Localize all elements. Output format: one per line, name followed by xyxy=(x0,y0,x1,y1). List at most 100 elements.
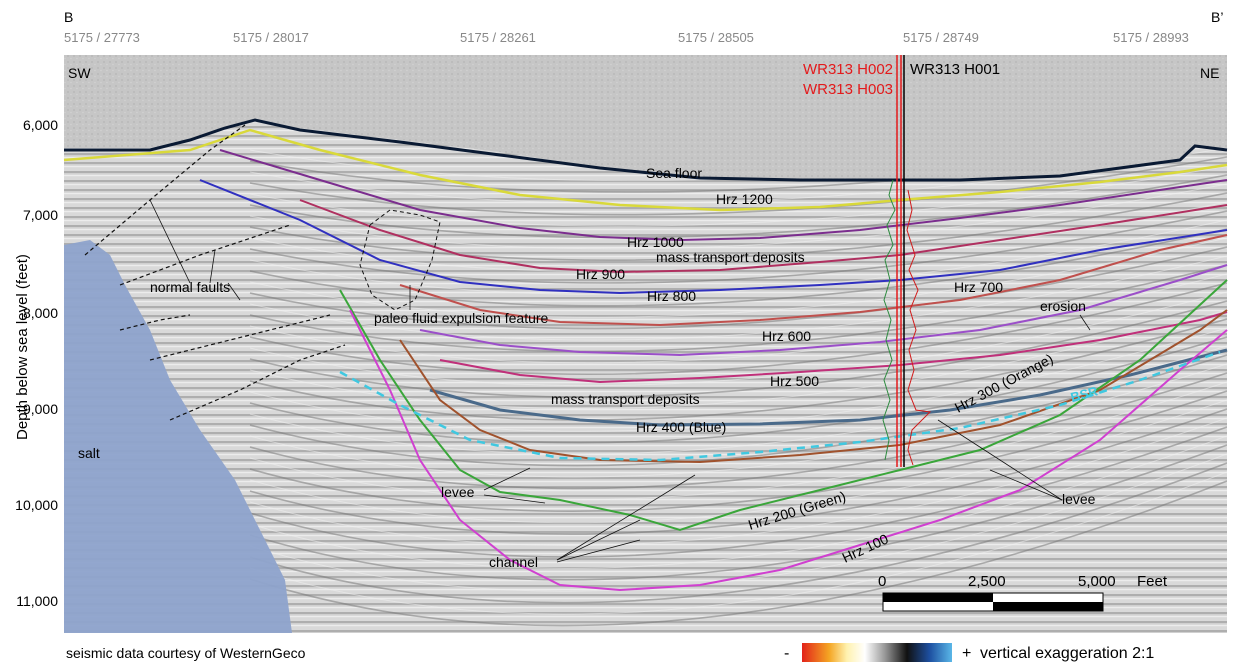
horizon-500-line xyxy=(439,311,1228,384)
pointer-normal-faults-b xyxy=(209,249,216,284)
horizon-600-label: Hrz 600 xyxy=(762,328,811,344)
reflector-band xyxy=(249,210,1227,284)
direction-sw-label: SW xyxy=(68,65,91,81)
reflector-band xyxy=(249,156,1227,216)
trace-label-2: 5175 / 28017 xyxy=(233,30,309,45)
erosion-label: erosion xyxy=(1040,298,1086,314)
horizon-500-label: Hrz 500 xyxy=(770,373,819,389)
horizon-400-label: Hrz 400 (Blue) xyxy=(636,419,726,435)
horizon-400-line xyxy=(429,348,1228,427)
horizon-1000-label: Hrz 1000 xyxy=(627,234,684,250)
bsr-line xyxy=(339,350,1221,462)
depth-tick-7000: 7,000 xyxy=(23,207,58,223)
horizon-200-line xyxy=(339,279,1228,532)
reflector-band xyxy=(249,408,1227,535)
horizon-800-line xyxy=(199,179,1228,295)
annotation-pointers xyxy=(149,199,1091,563)
trace-label-4: 5175 / 28505 xyxy=(678,30,754,45)
horizon-900-line xyxy=(299,199,1228,274)
levee-right-label: levee xyxy=(1062,491,1096,507)
reflector-band xyxy=(249,480,1227,627)
reflector-band xyxy=(249,399,1227,524)
paleo-fluid-label: paleo fluid expulsion feature xyxy=(374,310,549,326)
colorbar-minus: - xyxy=(784,645,789,662)
pointer-levee-c xyxy=(937,419,1063,501)
reflector-band xyxy=(249,273,1227,364)
horizon-800-label: Hrz 800 xyxy=(647,288,696,304)
depth-tick-9000: 9,000 xyxy=(23,401,58,417)
reflector-band xyxy=(249,471,1227,615)
mtd-lower-label: mass transport deposits xyxy=(551,391,700,407)
trace-label-5: 5175 / 28749 xyxy=(903,30,979,45)
reflector-band xyxy=(249,318,1227,421)
well-logs xyxy=(882,55,932,467)
horizon-100-line xyxy=(349,309,1228,592)
horizon-900-label: Hrz 900 xyxy=(576,266,625,282)
scale-bar xyxy=(882,592,1104,612)
salt-body xyxy=(64,240,292,633)
horizon-700-label: Hrz 700 xyxy=(954,279,1003,295)
amplitude-colorbar xyxy=(802,643,952,662)
depth-tick-6000: 6,000 xyxy=(23,117,58,133)
reflector-band xyxy=(249,291,1227,387)
reflector-band xyxy=(249,372,1227,490)
pointer-normal-faults-a xyxy=(149,199,191,284)
pointer-levee-d xyxy=(989,469,1063,501)
reflector-band xyxy=(249,165,1227,227)
horizon-300-line xyxy=(399,309,1228,464)
fault-4 xyxy=(169,344,346,421)
horizon-100-label: Hrz 100 xyxy=(840,530,891,565)
horizon-sea-floor-label: Sea floor xyxy=(646,165,702,181)
reflector-band xyxy=(249,363,1227,478)
normal-faults-label: normal faults xyxy=(150,279,230,295)
trace-label-1: 5175 / 27773 xyxy=(64,30,140,45)
reflector-band xyxy=(249,219,1227,295)
y-axis-label: Depth below sea level (feet) xyxy=(14,254,31,440)
vertical-exaggeration-label: vertical exaggeration 2:1 xyxy=(980,645,1154,662)
fault-lines xyxy=(84,124,441,421)
well-h002-label: WR313 H002 xyxy=(803,61,893,78)
reflector-band xyxy=(249,381,1227,501)
water-column xyxy=(64,55,1227,180)
scale-tick-5000: 5,000 xyxy=(1078,573,1116,590)
horizon-1200-line xyxy=(63,128,1228,212)
reflector-band xyxy=(249,435,1227,569)
reflector-bands xyxy=(249,129,1227,627)
reflector-band xyxy=(249,282,1227,375)
depth-tick-11000: 11,000 xyxy=(16,593,58,609)
reflector-band xyxy=(249,255,1227,341)
depth-tick-10000: 10,000 xyxy=(15,497,58,513)
horizon-lines xyxy=(63,118,1228,592)
pointer-levee-b xyxy=(483,494,546,504)
reflector-band xyxy=(249,264,1227,353)
scale-unit: Feet xyxy=(1137,573,1168,590)
salt-label: salt xyxy=(78,445,100,461)
pointer-channel-b xyxy=(556,474,696,561)
reflector-band xyxy=(249,390,1227,513)
reflector-band xyxy=(249,174,1227,239)
horizon-200-label: Hrz 200 (Green) xyxy=(746,488,847,533)
mtd-upper-label: mass transport deposits xyxy=(656,249,805,265)
reflector-band xyxy=(249,192,1227,262)
well-h003-label: WR313 H003 xyxy=(803,81,893,98)
credit-text: seismic data courtesy of WesternGeco xyxy=(66,645,306,661)
reflector-band xyxy=(249,309,1227,409)
reflector-band xyxy=(249,300,1227,398)
depth-tick-8000: 8,000 xyxy=(23,305,58,321)
seismic-panel xyxy=(64,55,1227,633)
fault-3 xyxy=(149,314,331,361)
reflector-band xyxy=(249,417,1227,546)
reflector-band xyxy=(249,183,1227,250)
well-h001-label: WR313 H001 xyxy=(910,61,1000,78)
horizon-1200-label: Hrz 1200 xyxy=(716,191,773,207)
horizon-600-line xyxy=(419,264,1228,357)
fluid-expulsion-outline xyxy=(359,209,441,311)
reflector-band xyxy=(249,237,1227,318)
trace-label-3: 5175 / 28261 xyxy=(460,30,536,45)
bsr-label: BSR xyxy=(1069,383,1100,405)
levee-left-label: levee xyxy=(441,484,475,500)
fault-2 xyxy=(119,224,291,286)
horizon-1000-line xyxy=(219,149,1228,242)
